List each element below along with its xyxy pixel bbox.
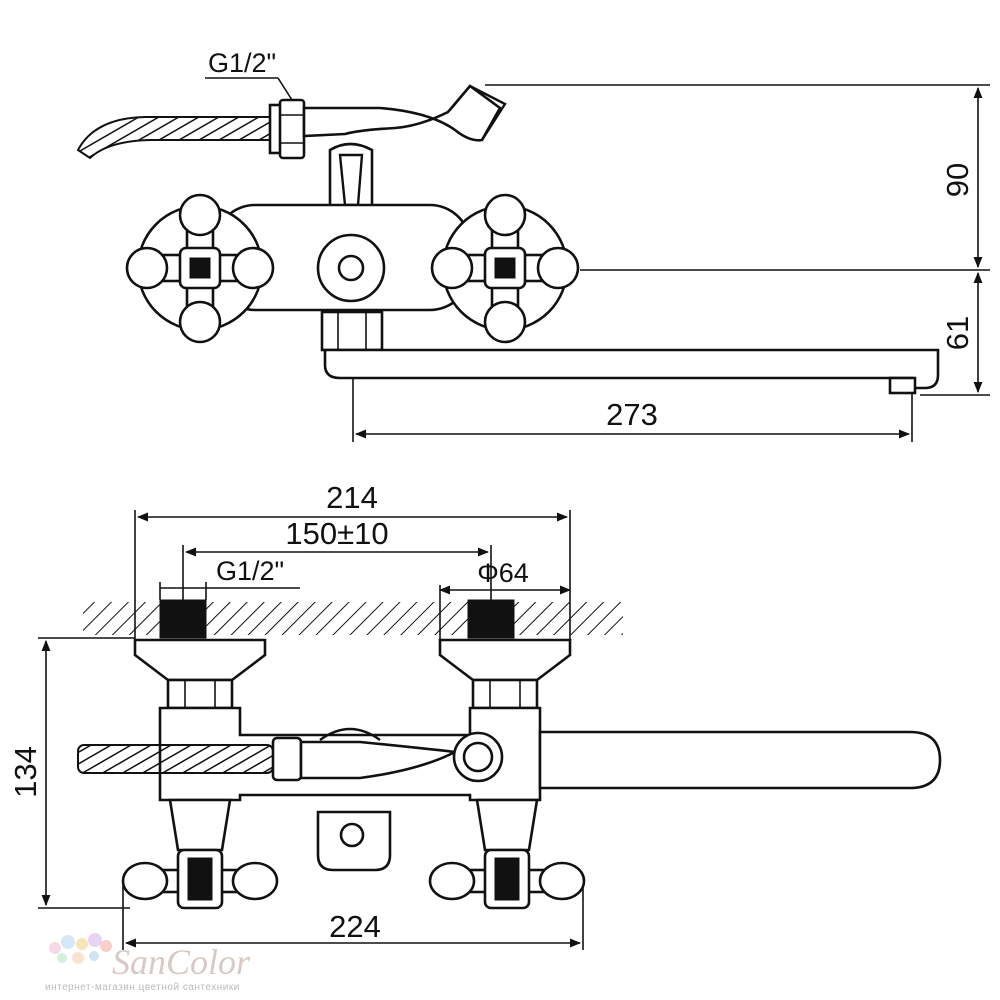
right-handle-front bbox=[430, 193, 580, 344]
overall-width-label: 214 bbox=[326, 480, 378, 515]
left-eccentric bbox=[133, 638, 267, 710]
left-handle-front bbox=[125, 193, 275, 344]
logo-tagline: интернет-магазин цветной сантехники bbox=[45, 982, 240, 993]
diverter-lever bbox=[302, 84, 502, 142]
logo-name: SanColor bbox=[112, 942, 251, 982]
hose-plan bbox=[77, 744, 274, 774]
spout-plan bbox=[538, 730, 942, 790]
spout-height-label: 61 bbox=[940, 316, 975, 350]
right-handle-plan bbox=[428, 848, 586, 910]
handles-width-label: 224 bbox=[329, 909, 381, 944]
plan-view: 214 150±10 G1/2" Φ64 134 224 bbox=[8, 480, 942, 950]
spout-length-label: 273 bbox=[606, 397, 658, 432]
center-distance-label: 150±10 bbox=[285, 516, 388, 551]
left-handle-plan bbox=[121, 848, 279, 910]
shower-hose bbox=[76, 116, 271, 160]
right-eccentric bbox=[438, 638, 572, 710]
bottom-inlet-thread-label: G1/2" bbox=[216, 556, 284, 586]
spout-front bbox=[323, 348, 940, 390]
top-height-label: 90 bbox=[940, 163, 975, 197]
front-view: G1/2" 90 61 273 bbox=[76, 48, 990, 442]
flange-diameter-label: Φ64 bbox=[477, 558, 529, 588]
sancolor-logo: SanColor интернет-магазин цветной сантех… bbox=[45, 933, 251, 993]
body-height-label: 134 bbox=[8, 746, 43, 798]
top-inlet-thread-label: G1/2" bbox=[208, 48, 276, 78]
